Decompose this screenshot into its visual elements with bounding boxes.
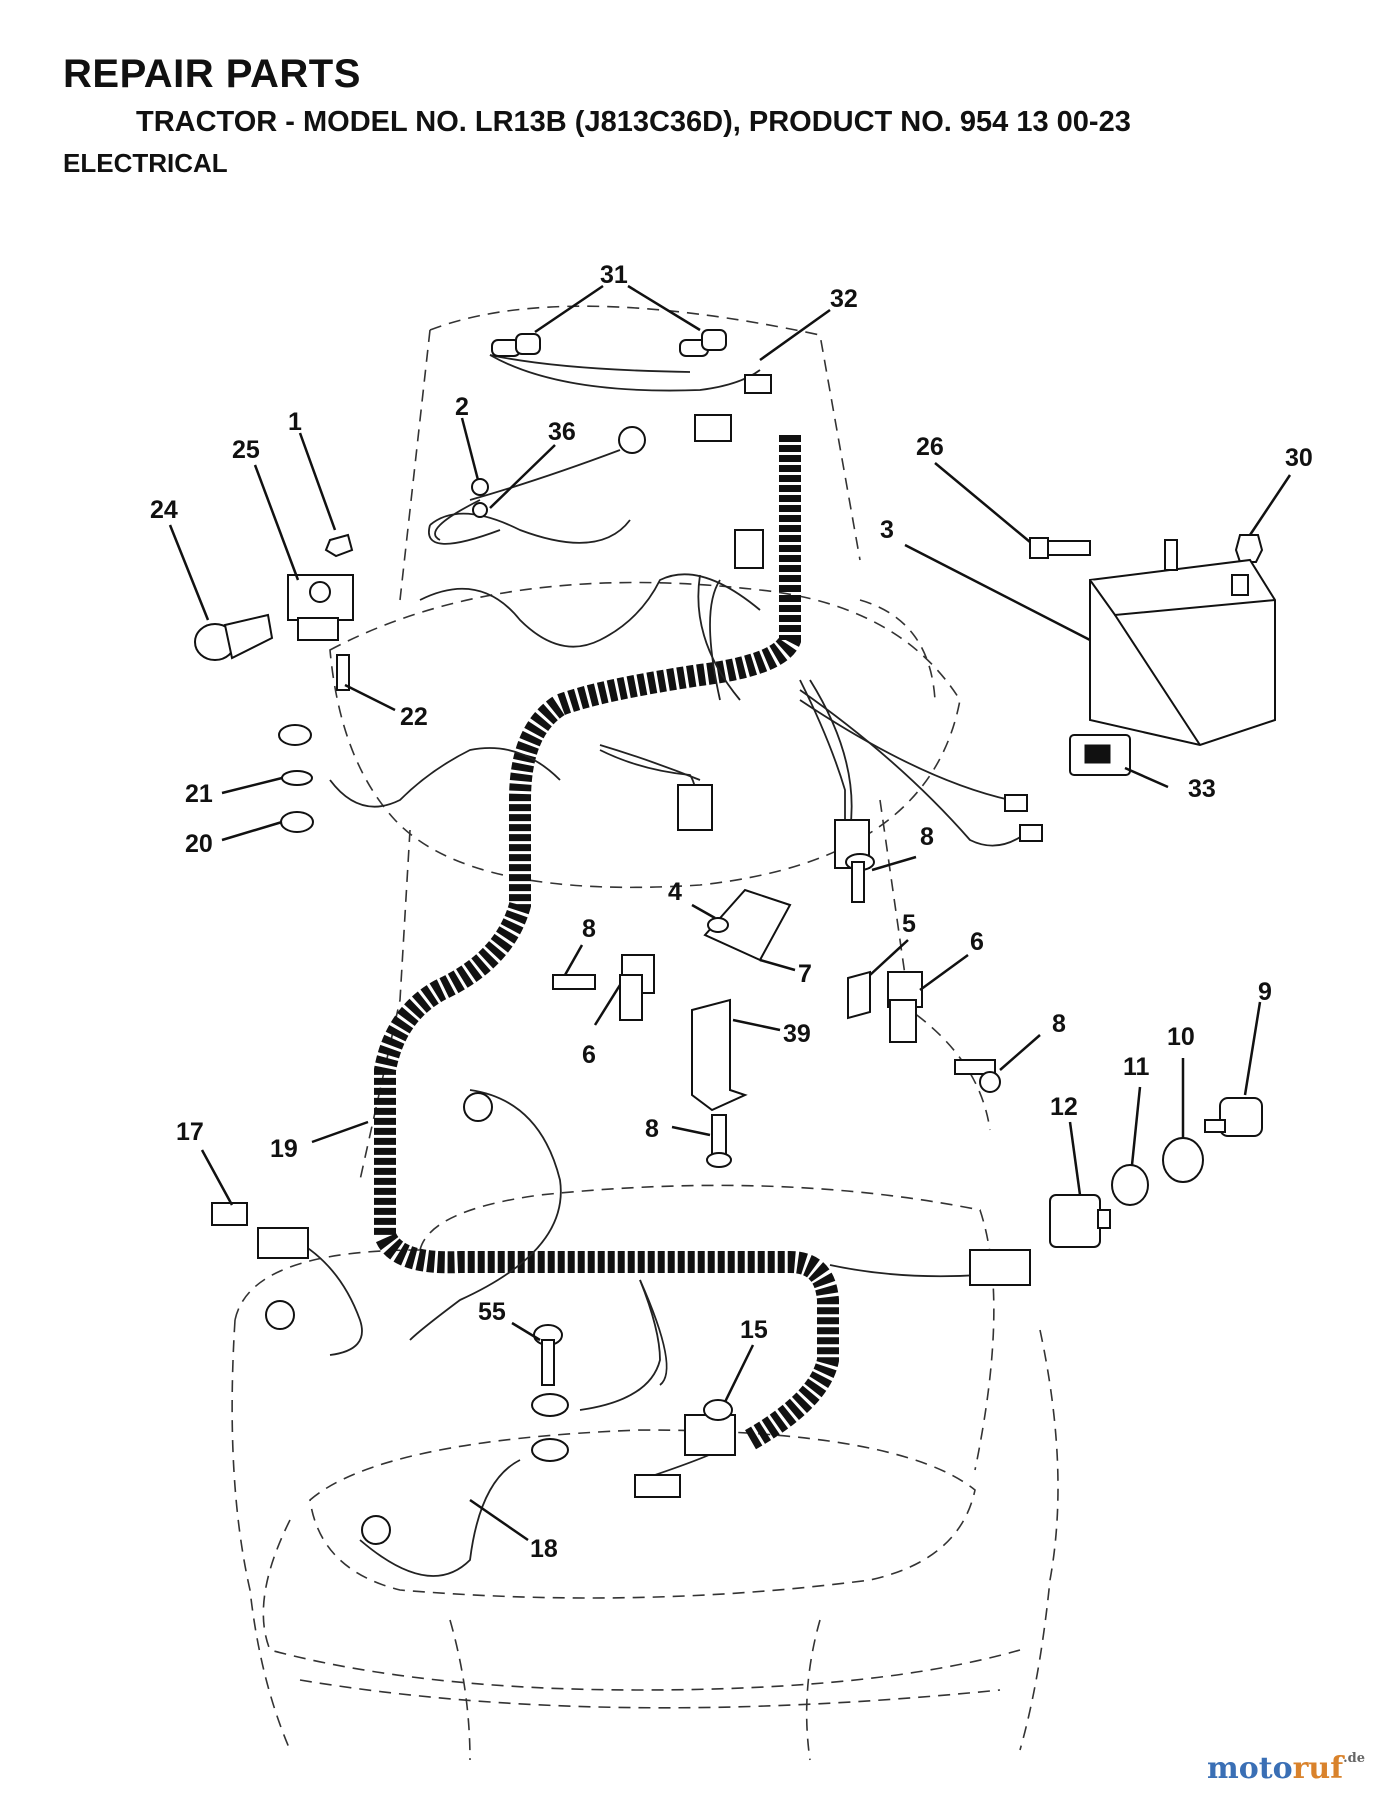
ring-terminal-icon (278, 724, 312, 746)
callout-26: 26 (916, 433, 944, 461)
callout-7: 7 (798, 960, 812, 988)
callout-6a: 6 (582, 1041, 596, 1069)
bracket-icon (847, 970, 871, 1020)
callout-4: 4 (668, 878, 682, 906)
callout-8b: 8 (582, 915, 596, 943)
ring-terminal-icon (463, 1092, 493, 1122)
bolt-icon (1029, 537, 1091, 559)
callout-21: 21 (185, 780, 213, 808)
callout-33: 33 (1188, 775, 1216, 803)
callout-39: 39 (783, 1020, 811, 1048)
washer-icon (281, 770, 313, 786)
ring-terminal-icon (531, 1393, 569, 1417)
connector-icon (677, 784, 713, 831)
ring-terminal-icon (265, 1300, 295, 1330)
callout-31: 31 (600, 261, 628, 289)
connector-icon (734, 529, 764, 569)
terminal-end-icon (679, 329, 727, 357)
solenoid-icon (287, 574, 354, 641)
bracket-icon (703, 888, 792, 962)
nut-icon (707, 917, 729, 933)
bolt-icon (336, 654, 350, 691)
bolt-icon (552, 974, 596, 990)
callout-36: 36 (548, 418, 576, 446)
callout-18: 18 (530, 1535, 558, 1563)
callout-12: 12 (1050, 1093, 1078, 1121)
callout-9: 9 (1258, 978, 1272, 1006)
bolt-icon (845, 853, 875, 903)
callout-15: 15 (740, 1316, 768, 1344)
callout-20: 20 (185, 830, 213, 858)
page-subtitle: TRACTOR - MODEL NO. LR13B (J813C36D), PR… (136, 106, 1131, 138)
callout-11: 11 (1123, 1053, 1150, 1081)
watermark-logo: motoruf.de (1206, 1751, 1365, 1786)
callout-8a: 8 (920, 823, 934, 851)
callout-labels: 31 32 2 36 1 25 24 26 30 3 22 21 20 33 8… (150, 261, 1313, 1563)
bolt-icon (706, 1114, 732, 1168)
fuse-holder-icon (257, 1227, 309, 1259)
seat-switch-icon (684, 1399, 736, 1456)
nut-icon (1111, 1164, 1149, 1206)
connector-icon (634, 1474, 681, 1498)
callout-22: 22 (400, 703, 428, 731)
ring-terminal-icon (471, 478, 489, 496)
terminal-boot-icon (194, 613, 274, 661)
terminal-icon (1019, 824, 1043, 842)
ring-terminal-icon (618, 426, 646, 454)
callout-8d: 8 (1052, 1010, 1066, 1038)
leader-lines (168, 284, 1292, 1542)
callout-19: 19 (270, 1135, 298, 1163)
harness-wires (294, 354, 1031, 1577)
terminal-end-icon (491, 333, 541, 357)
bezel-icon (1162, 1137, 1204, 1183)
callout-17: 17 (176, 1118, 204, 1146)
nut-icon (1234, 534, 1264, 563)
rocker-switch-icon (1069, 734, 1131, 776)
connector-icon (744, 374, 772, 394)
ring-terminal-icon (531, 1438, 569, 1462)
callout-30: 30 (1285, 444, 1313, 472)
parts (194, 329, 1276, 1545)
ignition-switch-icon (1049, 1194, 1111, 1248)
section-label: ELECTRICAL (63, 148, 228, 178)
tractor-outline (231, 305, 1059, 1761)
interlock-switch-icon (619, 954, 655, 1021)
bolt-icon (533, 1324, 563, 1386)
coiled-harness (374, 435, 839, 1450)
lock-washer-icon (472, 502, 488, 518)
connector-icon (694, 414, 732, 442)
battery-icon (1089, 539, 1276, 747)
callout-2: 2 (455, 393, 469, 421)
callout-25: 25 (232, 436, 260, 464)
interlock-switch-icon (887, 971, 923, 1043)
callout-32: 32 (830, 285, 858, 313)
terminal-icon (1004, 794, 1028, 812)
callout-6b: 6 (970, 928, 984, 956)
callout-10: 10 (1167, 1023, 1195, 1051)
callout-3: 3 (880, 516, 894, 544)
page-title: REPAIR PARTS (63, 52, 361, 96)
connector-icon (969, 1249, 1031, 1286)
ignition-key-icon (1204, 1097, 1263, 1137)
ring-terminal-icon (361, 1515, 391, 1545)
callout-55: 55 (478, 1298, 506, 1326)
nut-icon (324, 533, 354, 558)
bolt-icon (954, 1059, 1001, 1093)
bracket-icon (691, 998, 748, 1112)
nut-icon (280, 811, 314, 833)
callout-5: 5 (902, 910, 916, 938)
callout-8c: 8 (645, 1115, 659, 1143)
callout-1: 1 (288, 408, 302, 436)
fuse-icon (211, 1202, 248, 1226)
callout-24: 24 (150, 496, 178, 524)
